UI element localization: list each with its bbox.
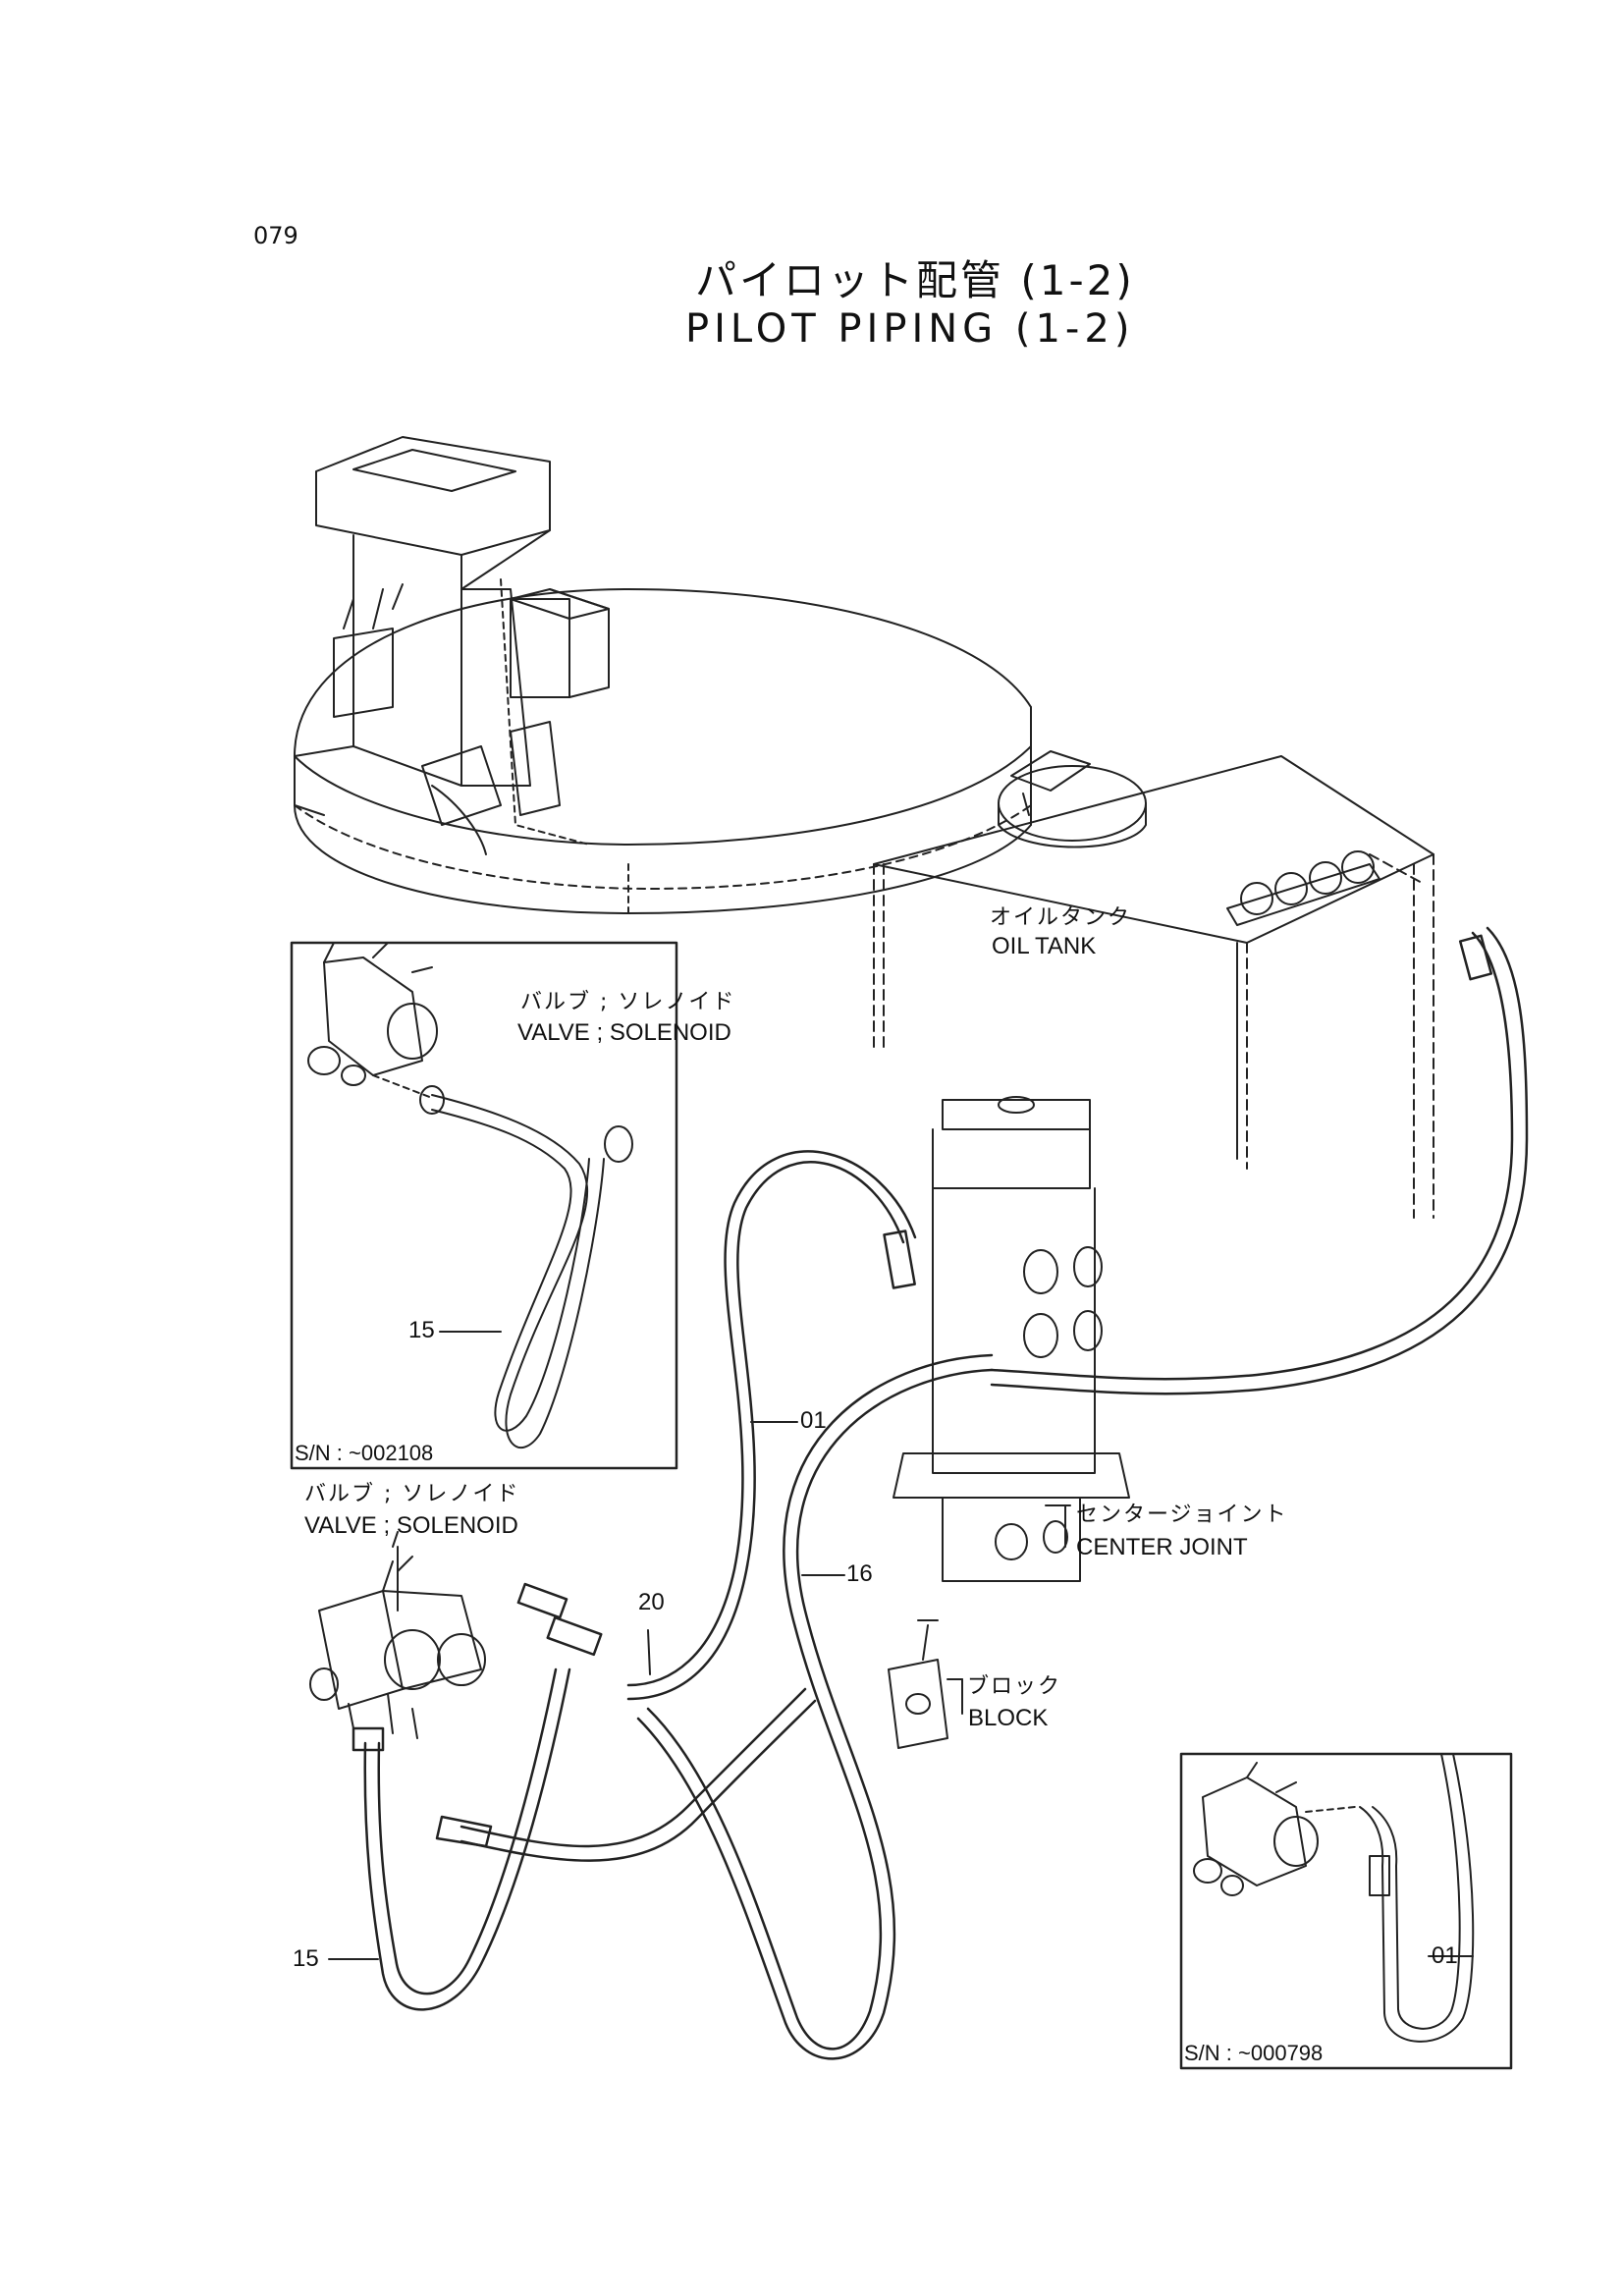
block-label-en: BLOCK [968,1705,1049,1731]
oil-tank-label-jp: オイルタンク [990,905,1132,930]
center-joint-label-en: CENTER JOINT [1076,1534,1248,1560]
inset-box-right [1179,1752,1513,2070]
serial-inset-right: S/N : ~000798 [1184,2041,1323,2065]
center-joint-label-jp: センタージョイント [1076,1503,1288,1527]
callout-15-main: 15 [293,1945,319,1972]
page-title-en: PILOT PIPING (1-2) [685,306,1135,352]
callout-20: 20 [638,1589,665,1615]
hoses [352,926,1529,2060]
page-number: 079 [253,222,298,249]
solenoid-main-label-en: VALVE ; SOLENOID [304,1512,518,1539]
callout-01-inset: 01 [1432,1942,1458,1969]
inset-box-left [290,941,678,1470]
center-joint-illustration [893,1096,1130,1582]
oil-tank-label-en: OIL TANK [992,933,1097,959]
callout-01-main: 01 [800,1407,827,1434]
block-label-jp: ブロック [967,1674,1062,1699]
solenoid-valve-main-illustration [309,1531,486,1739]
upper-structure-illustration [294,436,1032,914]
callout-15-inset: 15 [408,1317,435,1343]
serial-inset-left: S/N : ~002108 [295,1441,433,1465]
solenoid-inset-label-jp: バルブ ; ソレノイド [520,990,736,1014]
leader-lines [328,1421,1071,1960]
oil-tank-illustration [873,750,1434,1219]
solenoid-inset-label-en: VALVE ; SOLENOID [517,1019,731,1046]
solenoid-main-label-jp: バルブ ; ソレノイド [304,1482,520,1506]
callout-16: 16 [846,1560,873,1587]
page-title-jp: パイロット配管 (1-2) [695,256,1135,304]
block-illustration [888,1619,948,1749]
